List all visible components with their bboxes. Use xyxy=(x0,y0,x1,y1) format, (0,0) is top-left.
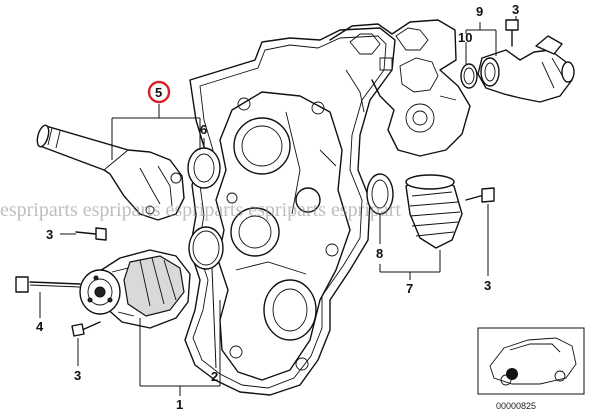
seal-ring-10 xyxy=(460,63,478,89)
diagram-id-label: 00000825 xyxy=(496,401,536,411)
gasket-ring-2 xyxy=(188,226,224,270)
callout-7[interactable]: 7 xyxy=(406,281,413,296)
coolant-outlet-9 xyxy=(477,35,575,103)
engine-timing-cover xyxy=(184,27,396,396)
callout-5: 5 xyxy=(155,85,162,100)
callout-3-upper[interactable]: 3 xyxy=(46,227,53,242)
watermark-text: espriparts espriparts espriparts espripa… xyxy=(0,199,401,221)
bolt-3-top xyxy=(505,19,519,47)
callout-3-top[interactable]: 3 xyxy=(512,2,519,17)
callout-3-lower[interactable]: 3 xyxy=(74,368,81,383)
water-pump xyxy=(79,249,191,329)
callout-4[interactable]: 4 xyxy=(36,319,44,334)
bolt-3-lower xyxy=(71,321,101,337)
callout-3-right[interactable]: 3 xyxy=(484,278,491,293)
bolt-3-right xyxy=(465,187,495,203)
callout-8[interactable]: 8 xyxy=(376,246,383,261)
callout-6[interactable]: 6 xyxy=(200,122,207,137)
callout-9[interactable]: 9 xyxy=(476,4,483,19)
engine-location-marker xyxy=(506,368,518,380)
thermostat-housing-pipe xyxy=(36,124,185,221)
vehicle-thumbnail xyxy=(477,327,585,395)
bolt-4-long xyxy=(15,276,81,293)
bolt-3-upper xyxy=(75,227,107,241)
callout-2[interactable]: 2 xyxy=(211,369,218,384)
callout-10[interactable]: 10 xyxy=(458,30,472,45)
callout-5-badge[interactable]: 5 xyxy=(147,80,171,104)
callout-1[interactable]: 1 xyxy=(176,397,183,412)
cylinder-head-outline xyxy=(329,19,471,157)
leader-lines xyxy=(39,16,517,396)
connection-hose-7 xyxy=(405,174,463,249)
seal-ring-6 xyxy=(187,147,221,189)
